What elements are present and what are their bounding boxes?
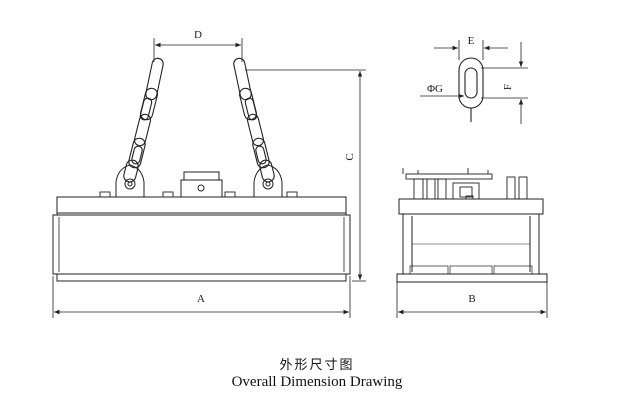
dim-label-d: D: [194, 29, 202, 41]
top-fittings: [99, 191, 298, 198]
right-lifting-lug: [253, 164, 283, 197]
caption-english: Overall Dimension Drawing: [231, 374, 403, 390]
caption-chinese: 外形尺寸图: [279, 358, 355, 373]
dim-label-c: C: [344, 153, 356, 160]
left-lifting-lug: [115, 164, 145, 197]
dimension-d: [153, 38, 243, 62]
dim-label-g: ΦG: [427, 83, 443, 95]
shackle-link: [458, 57, 484, 122]
side-view: [396, 40, 548, 318]
dim-label-b: B: [468, 293, 475, 305]
magnet-body-front: [52, 196, 351, 282]
dim-label-f: F: [502, 84, 514, 90]
magnet-body-side: [396, 198, 548, 283]
dimension-a: [52, 276, 351, 318]
dimension-b: [396, 282, 548, 318]
dim-label-a: A: [197, 293, 205, 305]
right-chain: [233, 57, 275, 183]
front-view: [52, 38, 366, 318]
side-top-fittings: [402, 168, 528, 200]
dimension-c: [245, 69, 366, 282]
junction-box: [180, 171, 223, 198]
left-chain: [123, 57, 164, 183]
dimension-e: [434, 40, 508, 60]
dimension-f: [481, 42, 528, 124]
dim-label-e: E: [468, 35, 475, 47]
